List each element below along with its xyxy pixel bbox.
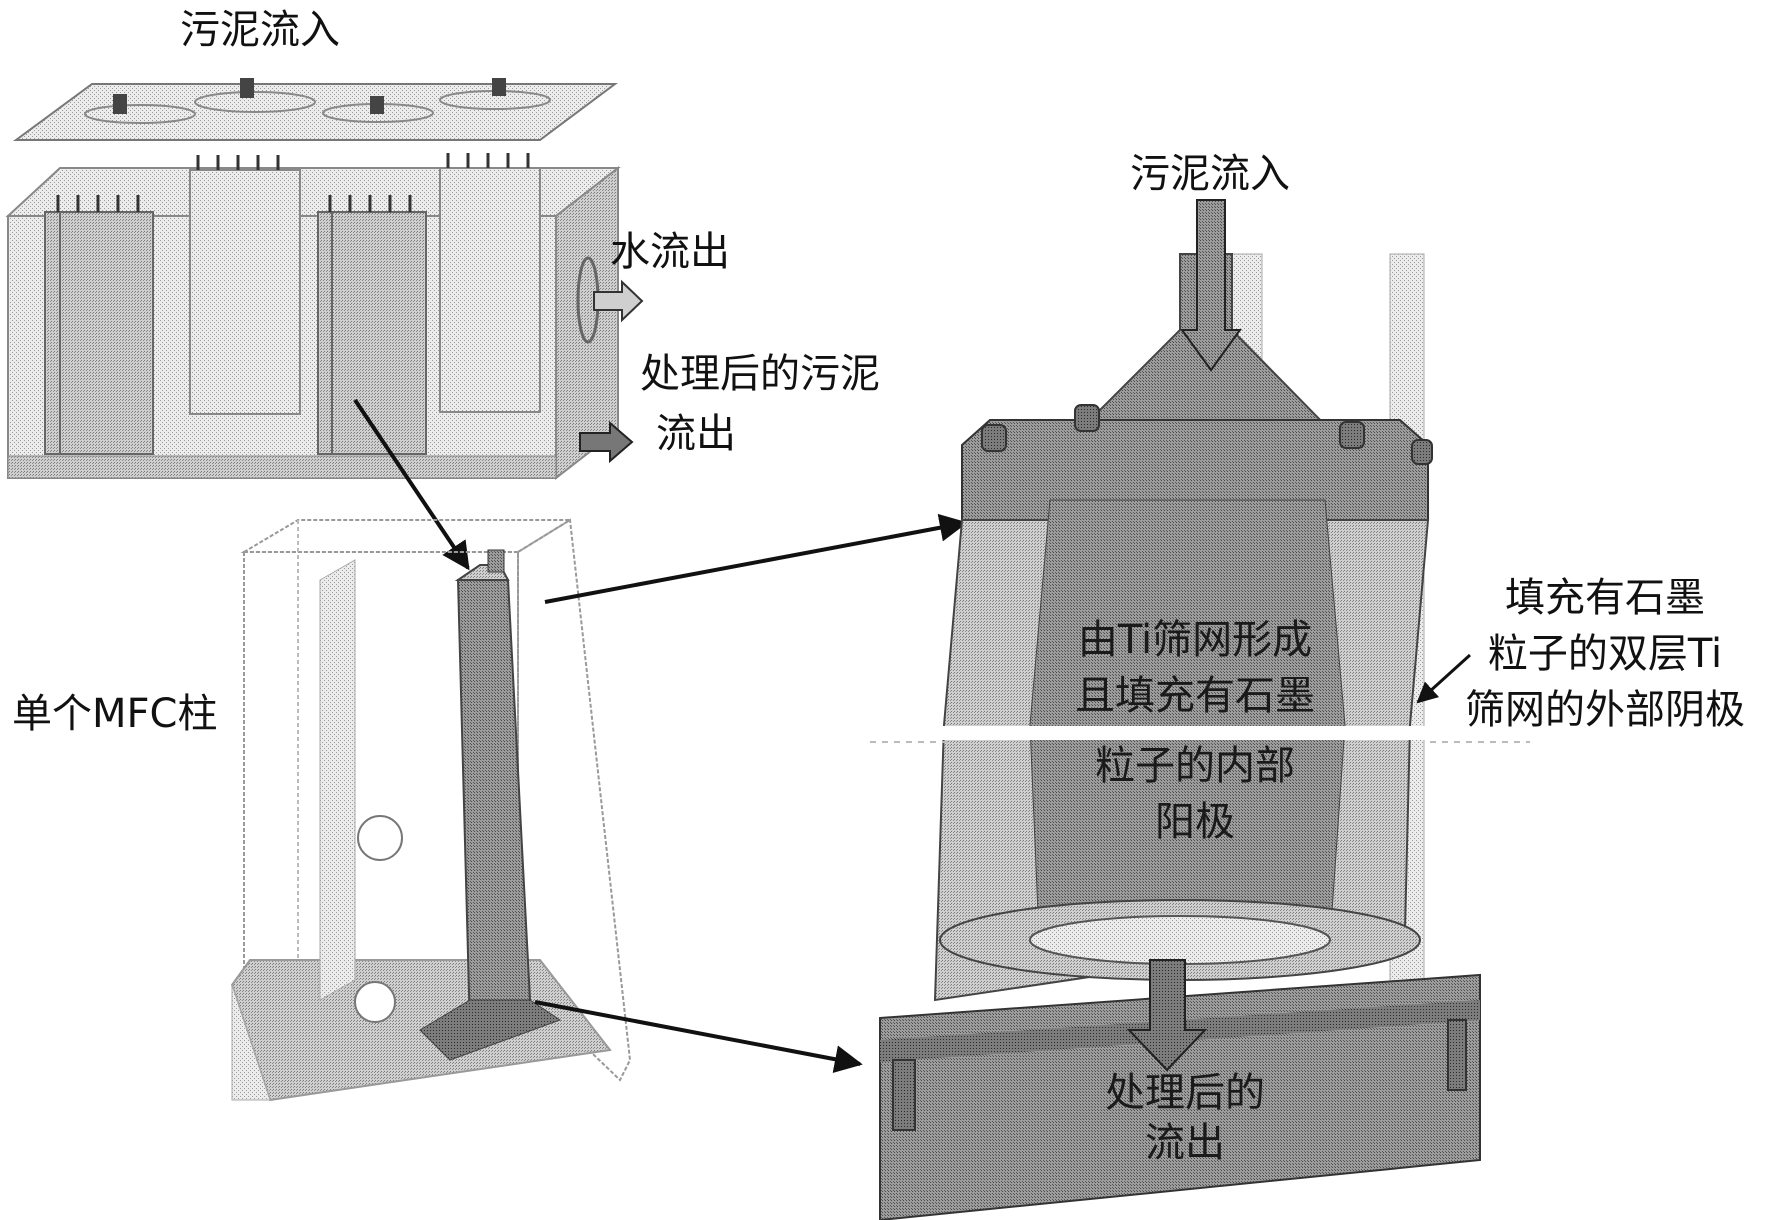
- anode-label: 由Ti筛网形成 且填充有石墨 粒子的内部 阳极: [1040, 612, 1350, 850]
- anode-label-line3: 粒子的内部: [1095, 743, 1295, 789]
- reactor-assembly: [5, 78, 644, 481]
- treated-sludge-outlet-label-line2: 流出: [656, 411, 736, 457]
- separator-band: [930, 726, 1430, 740]
- anode-label-line1: 由Ti筛网形成: [1077, 617, 1313, 663]
- reactor-columns: [44, 167, 541, 455]
- sludge-outlet-arrow: [579, 420, 634, 464]
- single-mfc-column: [230, 518, 632, 1102]
- water-outlet-arrow: [593, 279, 644, 323]
- callout-arrow-cathode: [1416, 653, 1472, 704]
- cathode-label-line2: 粒子的双层Ti: [1487, 631, 1723, 677]
- inlet-ports: [113, 78, 506, 114]
- treated-sludge-outlet-label-line1: 处理后的污泥: [640, 351, 880, 397]
- callout-arrow-bottom: [534, 1000, 863, 1074]
- column-detail-view: [870, 199, 1530, 1220]
- water-outlet-label: 水流出: [610, 229, 730, 275]
- detail-outlet-arrow: [1126, 959, 1208, 1072]
- top-inlet-label: 污泥流入: [180, 7, 340, 53]
- cathode-label: 填充有石墨 粒子的双层Ti 筛网的外部阴极: [1430, 570, 1780, 738]
- detail-inlet-arrow: [1180, 199, 1242, 372]
- detail-inlet-label: 污泥流入: [1130, 151, 1290, 197]
- detail-outlet-label-line2: 流出: [1145, 1120, 1225, 1166]
- anode-label-line4: 阳极: [1155, 799, 1235, 845]
- single-column-label: 单个MFC柱: [12, 691, 218, 737]
- callout-arrow-top: [544, 513, 968, 604]
- callout-arrow-column: [353, 398, 470, 571]
- electrode-pins: [56, 153, 530, 212]
- anode-label-line2: 且填充有石墨: [1075, 673, 1315, 719]
- cathode-label-line3: 筛网的外部阴极: [1465, 687, 1745, 733]
- detail-outlet-label-line1: 处理后的: [1105, 1070, 1265, 1116]
- cathode-label-line1: 填充有石墨: [1505, 575, 1705, 621]
- reactor-lid: [12, 83, 619, 141]
- detail-outlet-label: 处理后的 流出: [1060, 1068, 1310, 1168]
- reactor-box-side: [555, 165, 619, 481]
